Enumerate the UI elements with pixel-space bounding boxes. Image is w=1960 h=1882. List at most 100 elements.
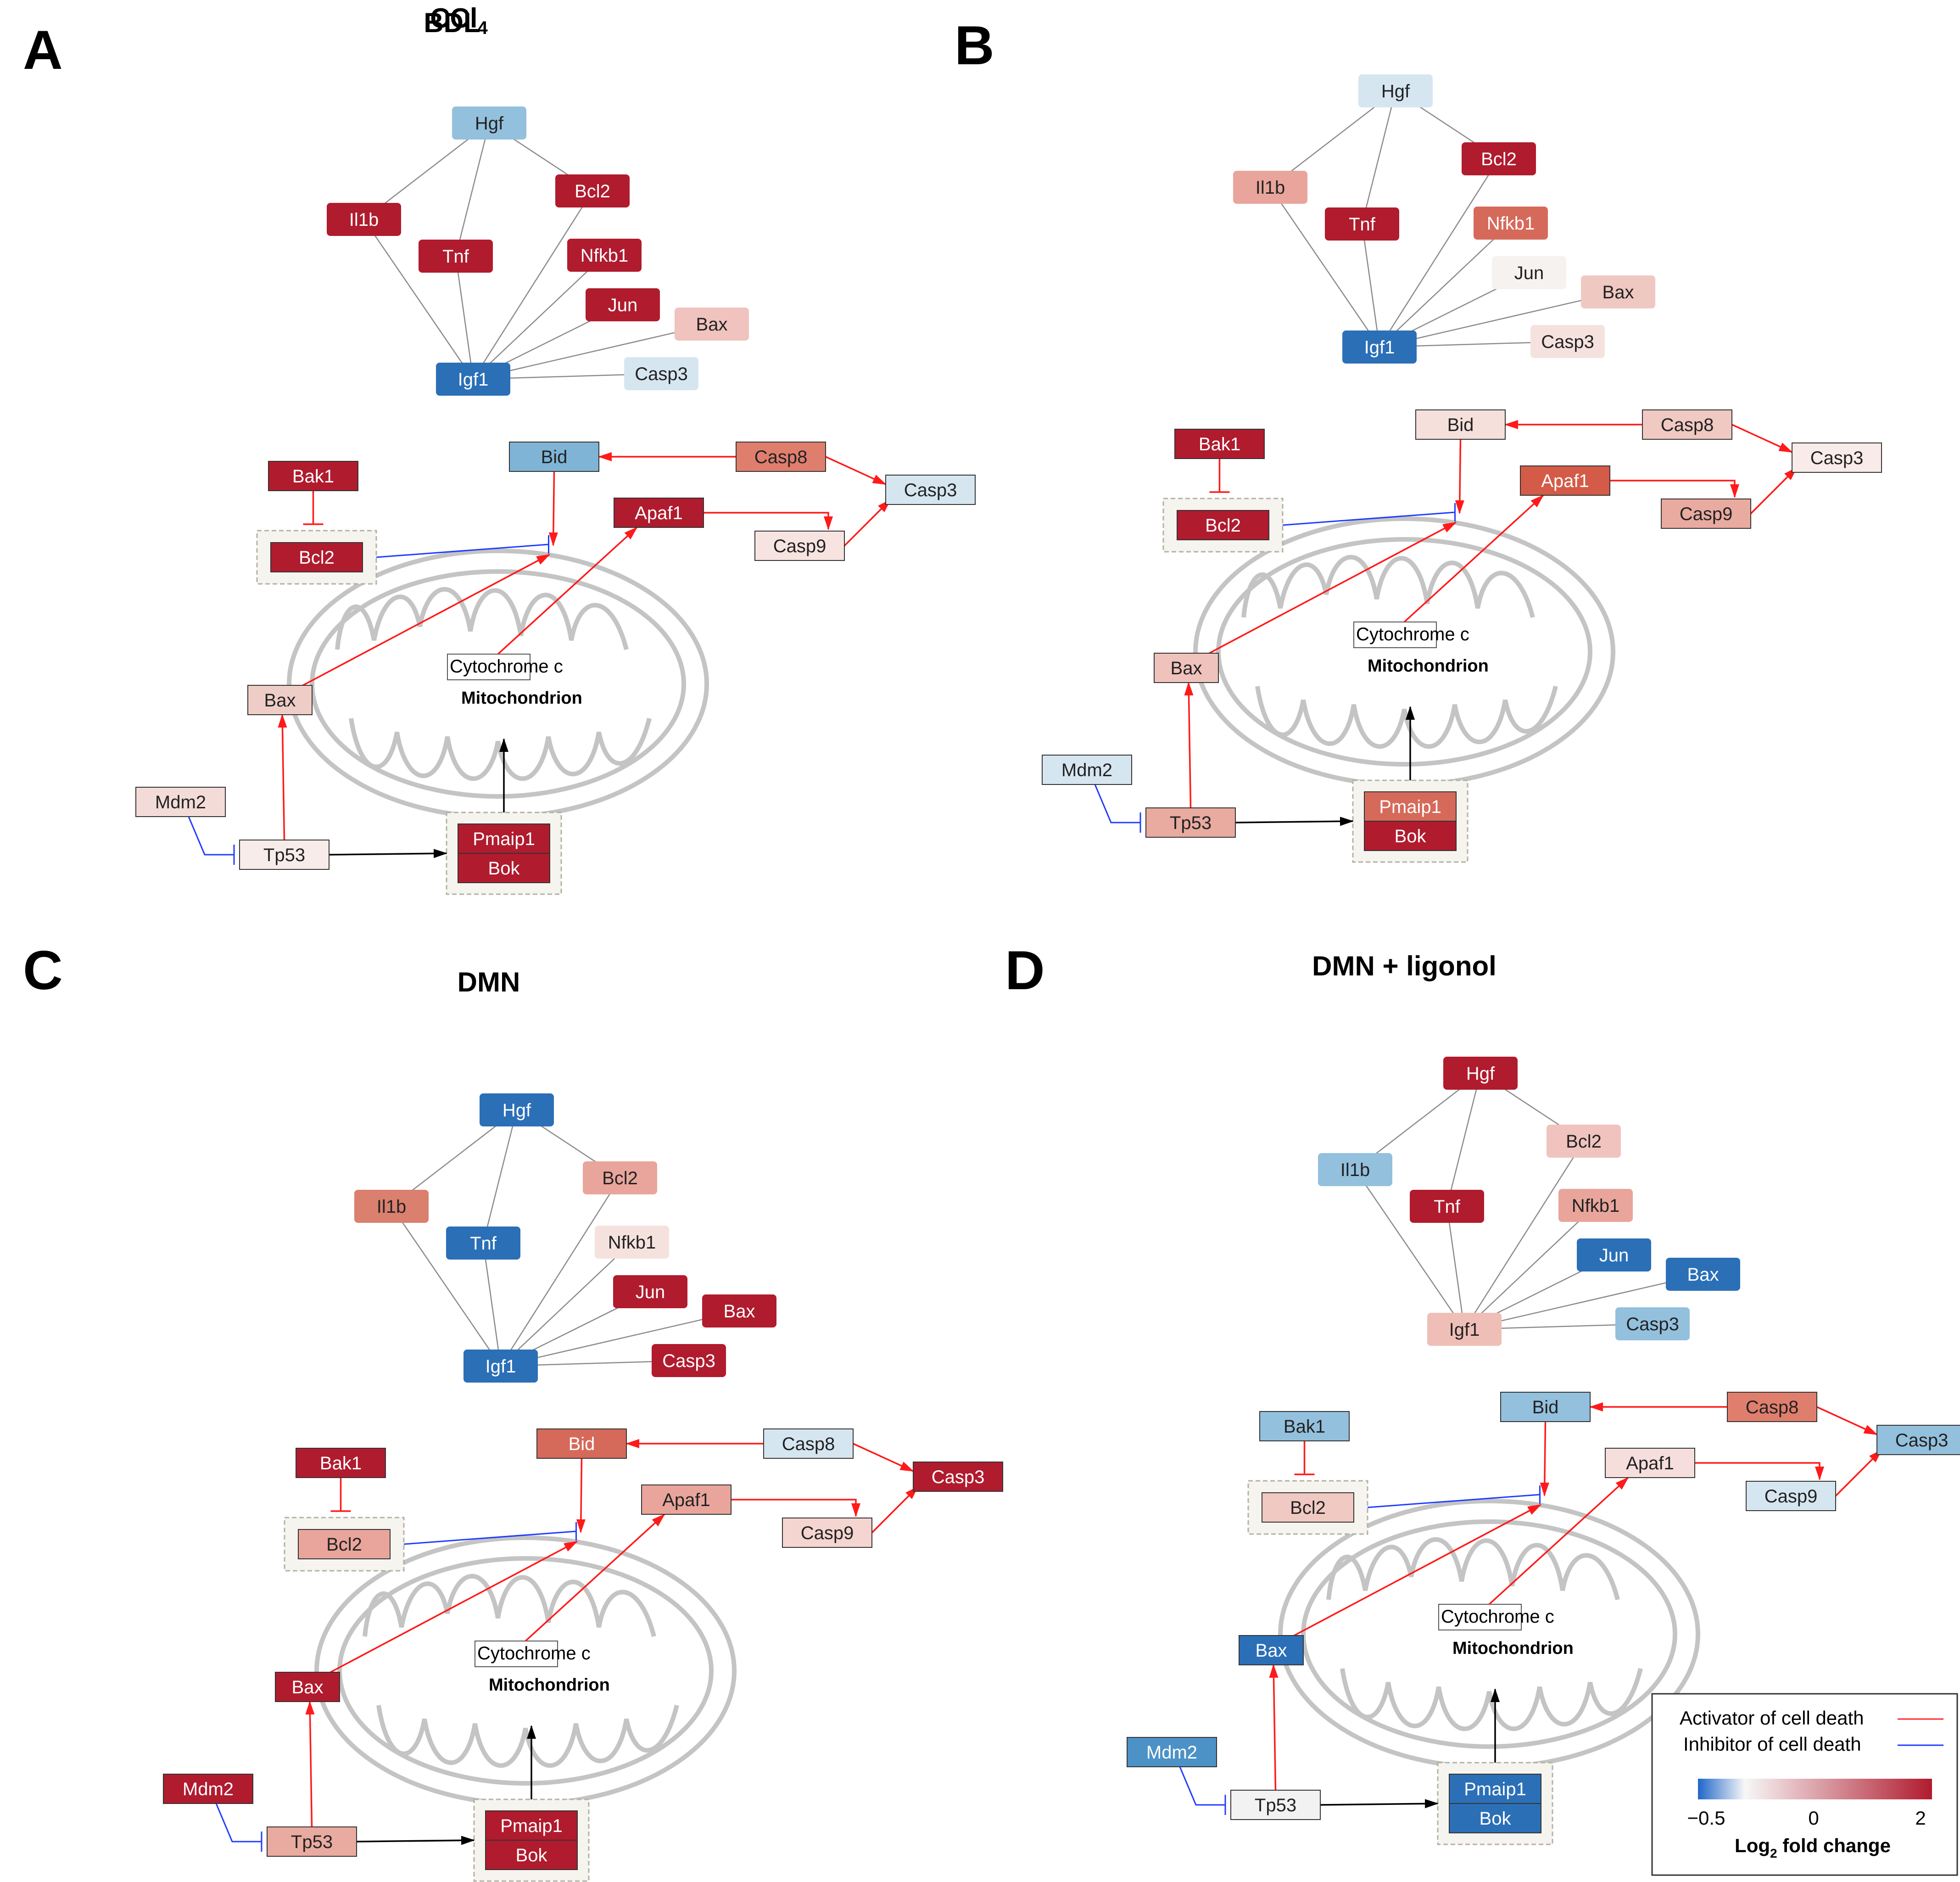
edge-tp53-pmaip1 (1320, 1799, 1439, 1809)
pathway-node-apaf1 (1605, 1448, 1695, 1478)
network-node-label: Jun (1599, 1245, 1629, 1266)
network-node-il1b (1233, 171, 1307, 204)
network-node-tnf (446, 1227, 520, 1260)
network-edge (473, 323, 712, 380)
pathway-node-mdm2 (163, 1774, 253, 1804)
network-node-label: Nfkb1 (581, 246, 629, 266)
pathway-node-label: Bid (1447, 415, 1474, 435)
pathway-node-bid (1500, 1392, 1591, 1422)
pathway-node-label: Bok (1395, 826, 1427, 846)
edge-tp53-pmaip1 (1235, 817, 1354, 826)
pathway-node-label: Casp9 (1680, 504, 1733, 524)
network-node-bcl2 (1547, 1125, 1621, 1158)
network-node-label: Il1b (1340, 1160, 1370, 1180)
pathway-node-casp9 (782, 1518, 872, 1548)
network-node-label: Il1b (377, 1197, 407, 1217)
network-node-label: Bcl2 (1481, 149, 1517, 169)
network-node-label: Bcl2 (1566, 1131, 1602, 1152)
edge-bak1-bcl2 (1209, 459, 1230, 493)
pathway-node-casp8 (1727, 1392, 1817, 1422)
network-node-jun (1492, 256, 1566, 289)
edge-bak1-bcl2 (303, 491, 324, 525)
network-node-label: Bcl2 (602, 1168, 638, 1188)
pathway-node-bax (1154, 653, 1219, 683)
edge-apaf1-casp9 (1610, 480, 1739, 498)
pathway-node-label: Bax (1171, 658, 1202, 678)
network-node-label: Igf1 (1449, 1320, 1480, 1340)
pathway-node-label: Casp8 (782, 1434, 835, 1454)
network-node-label: Nfkb1 (1572, 1196, 1620, 1216)
network-node-label: Casp3 (635, 364, 688, 384)
pathway-node-label: Bcl2 (299, 548, 335, 568)
pathway-node-label: Bid (541, 447, 568, 467)
network-node-label: Jun (636, 1282, 665, 1302)
edge-casp9-casp3 (1835, 1449, 1882, 1497)
edge-bcl2-mito (1282, 503, 1456, 526)
network-node-jun (1577, 1238, 1651, 1271)
cytochrome-c-box (1353, 622, 1437, 648)
network-node-hgf (1358, 74, 1433, 107)
network-node-casp3 (624, 357, 698, 390)
pathway-node-bok (458, 853, 550, 883)
cytochrome-c-box (1438, 1604, 1522, 1630)
network-node-igf1 (436, 363, 510, 396)
pathway-node-apaf1 (614, 498, 704, 528)
network-edge (1379, 223, 1511, 347)
pathway-node-label: Bok (1480, 1809, 1512, 1829)
pathway-node-bcl2 (1262, 1492, 1354, 1523)
network-node-label: Il1b (349, 210, 379, 230)
network-node-label: Tnf (470, 1233, 497, 1254)
edge-bid-mito (548, 471, 558, 546)
pathway-node-label: Casp9 (801, 1523, 854, 1543)
edge-cytc-apaf1 (1403, 494, 1544, 623)
pathway-node-label: Bax (264, 690, 296, 711)
network-node-bax (675, 308, 749, 341)
pathway-node-tp53 (239, 840, 329, 870)
pathway-node-mdm2 (1042, 755, 1132, 785)
edge-bax-mito (330, 1540, 578, 1673)
pathway-node-casp8 (1642, 409, 1732, 440)
pathway-node-label: Bak1 (1284, 1417, 1325, 1437)
network-edge (500, 1310, 740, 1367)
network-node-tnf (1410, 1190, 1484, 1223)
pathway-node-bok (1364, 821, 1457, 851)
edge-tp53-bax (278, 714, 287, 840)
edge-tp53-bax (1184, 682, 1194, 808)
network-edge (1361, 90, 1396, 224)
pathway-node-casp9 (1746, 1481, 1836, 1511)
network-node-nfkb1 (567, 239, 642, 272)
pathway-node-casp8 (736, 442, 826, 472)
pathway-node-casp9 (1661, 499, 1751, 529)
network-node-label: Tnf (442, 246, 469, 267)
edge-tp53-pmaip1 (329, 849, 447, 858)
pathway-node-label: Bcl2 (326, 1535, 362, 1555)
network-edge (500, 1177, 621, 1367)
pathway-node-tp53 (1145, 807, 1236, 838)
pathway-node-label: Mdm2 (183, 1779, 234, 1799)
panel-letter: B (955, 15, 994, 76)
network-node-label: Nfkb1 (1487, 213, 1535, 234)
edge-cytc-apaf1 (497, 527, 638, 655)
pathway-node-label: Casp3 (1810, 448, 1864, 468)
network-node-igf1 (1427, 1313, 1502, 1346)
pathway-node-label: Bax (292, 1677, 324, 1697)
network-edge (500, 1242, 632, 1367)
edge-casp8-casp3 (853, 1443, 914, 1472)
legend-color-scale (1698, 1779, 1932, 1799)
edge-bax-mito (1209, 521, 1457, 654)
pathway-node-label: Bid (1532, 1397, 1559, 1417)
pathway-node-label: Apaf1 (1541, 471, 1589, 491)
edge-mdm2-tp53 (1094, 784, 1141, 833)
network-node-label: Bax (724, 1301, 755, 1322)
network-edge (482, 1109, 518, 1243)
network-node-label: Igf1 (1364, 337, 1395, 358)
legend-scale-title: Log2 fold change (1735, 1835, 1891, 1860)
pathway-node-label: Casp3 (1895, 1430, 1949, 1451)
edge-mdm2-tp53 (215, 1803, 262, 1852)
network-node-bax (1581, 275, 1655, 308)
